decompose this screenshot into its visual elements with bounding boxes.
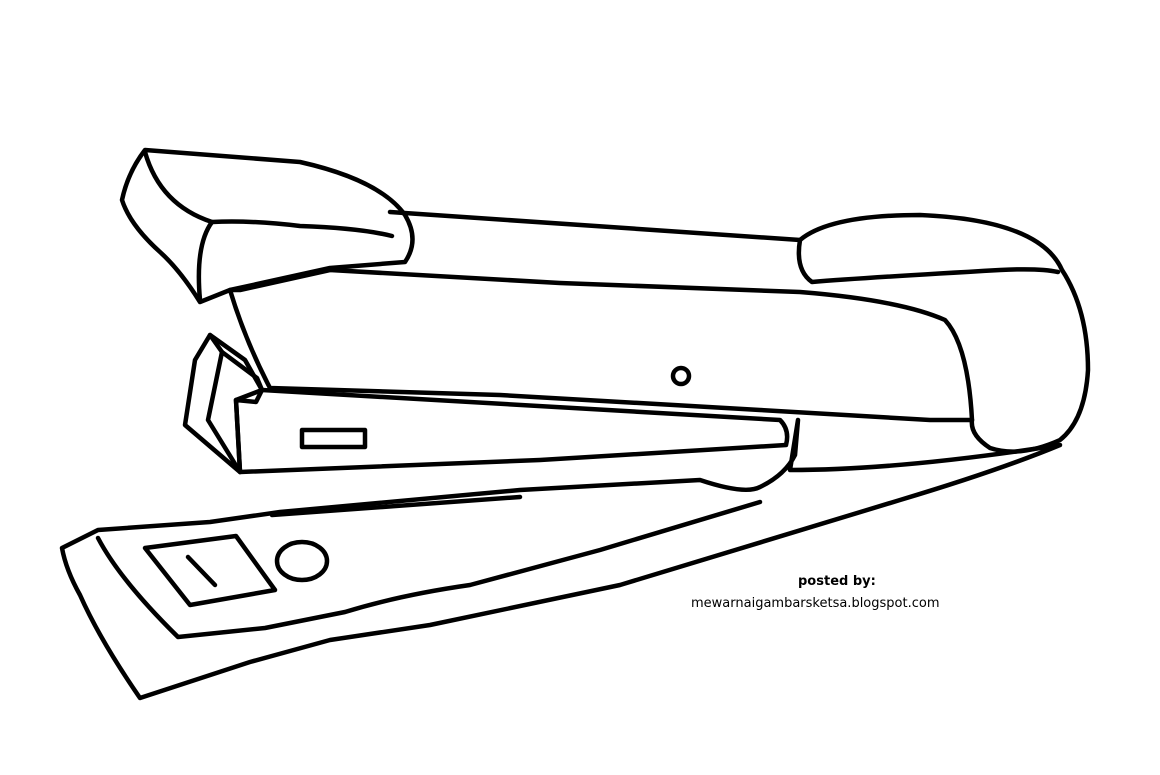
stapler-front-cap	[119, 147, 415, 305]
stapler-anvil-plate	[142, 533, 278, 608]
stapler-rear-cap-edge	[796, 237, 1061, 285]
stapler-rear-cap	[797, 212, 1091, 454]
stapler-magazine	[233, 387, 790, 475]
stapler-base-rivet	[274, 539, 330, 583]
stapler-arm-top	[387, 209, 803, 243]
stapler-front-block-side	[205, 349, 243, 475]
stapler-base	[59, 417, 1063, 701]
stapler-anvil-groove	[185, 554, 218, 588]
stapler-arm-rivet	[670, 365, 692, 387]
stapler-arm-housing	[227, 267, 975, 423]
stapler-front-cap-fold	[142, 149, 395, 239]
posted-by-label: posted by:	[798, 574, 876, 589]
stapler-base-inner	[95, 499, 763, 640]
stapler-front-block-face	[207, 332, 265, 393]
stapler-base-top-ridge	[269, 494, 523, 518]
stapler-magazine-slot	[299, 427, 368, 450]
stapler-front-block	[182, 332, 265, 475]
stapler-front-cap-inner	[196, 219, 215, 303]
blog-url-text: mewarnaigambarsketsa.blogspot.com	[691, 596, 940, 611]
